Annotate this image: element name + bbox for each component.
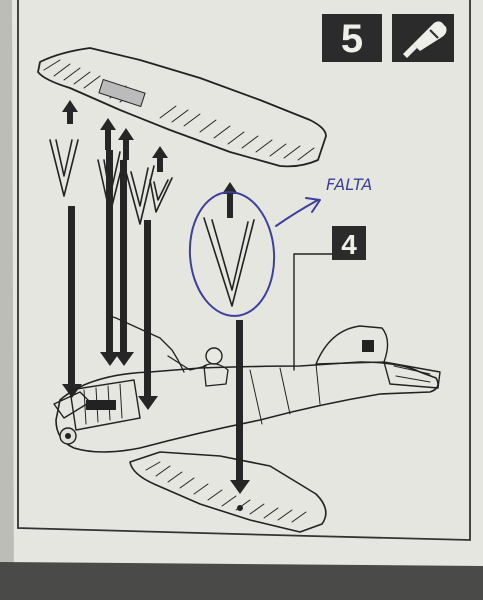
callout-number: 4 bbox=[341, 229, 357, 260]
paper-shadow-left bbox=[0, 0, 14, 600]
callout-badge: 4 bbox=[332, 226, 366, 260]
engine-nose bbox=[59, 379, 141, 445]
sheet-bottom-edge bbox=[0, 562, 483, 600]
arrows-to-upper-wing bbox=[62, 100, 238, 218]
lower-wing bbox=[129, 451, 327, 533]
wing-center-section bbox=[98, 78, 146, 108]
step-badge: 5 bbox=[322, 14, 382, 62]
panel-border bbox=[17, 0, 471, 541]
lower-wing-left-stub bbox=[53, 391, 91, 419]
annotation-falta: FALTA bbox=[326, 175, 372, 194]
arrows-to-fuselage bbox=[62, 150, 250, 494]
missing-v-strut bbox=[203, 217, 255, 307]
cockpit bbox=[109, 315, 229, 387]
pilot-head bbox=[205, 347, 223, 365]
callout-leader-line bbox=[293, 253, 333, 371]
fuselage bbox=[55, 325, 441, 453]
annotation-arrow bbox=[275, 197, 321, 227]
missing-part-circle bbox=[188, 191, 276, 317]
glue-tube-icon bbox=[392, 14, 454, 62]
tail-rudder-detail bbox=[362, 340, 374, 352]
step-number: 5 bbox=[341, 17, 363, 61]
upper-wing bbox=[37, 47, 327, 168]
